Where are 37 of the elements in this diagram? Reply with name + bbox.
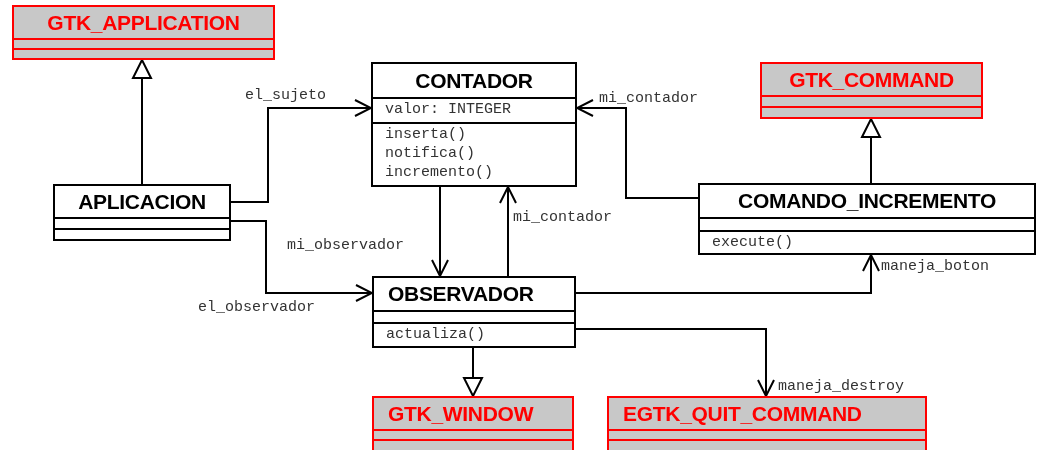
class-member-text: actualiza() [386, 325, 487, 344]
inheritance-arrow [132, 59, 152, 185]
association-arrow [575, 254, 880, 294]
class-name: GTK_WINDOW [388, 401, 534, 426]
class-box [698, 183, 1036, 255]
association-arrow [576, 99, 699, 199]
class-name: OBSERVADOR [388, 282, 534, 306]
edge-label: mi_observador [287, 238, 405, 254]
inheritance-arrow [463, 347, 483, 397]
class-box [371, 62, 577, 187]
association-arrow [230, 99, 372, 203]
edge-label: maneja_boton [881, 259, 990, 275]
library-class-box [760, 62, 983, 119]
association-arrow [575, 328, 775, 397]
edge-label: el_observador [198, 300, 316, 316]
edge-label: mi_contador [599, 91, 699, 107]
class-name: GTK_COMMAND [789, 67, 954, 92]
class-member-text: execute() [712, 233, 794, 252]
association-arrow [499, 186, 517, 277]
library-class-box [372, 396, 574, 450]
class-name: EGTK_QUIT_COMMAND [623, 401, 862, 426]
association-arrow [230, 220, 373, 302]
edge-label: maneja_destroy [778, 379, 905, 395]
class-box [372, 276, 576, 348]
class-name: COMANDO_INCREMENTO [738, 189, 996, 213]
edge-label: mi_contador [513, 210, 613, 226]
library-class-box [607, 396, 927, 450]
edge-label: el_sujeto [245, 88, 326, 104]
class-name: APLICACION [78, 189, 206, 214]
association-arrow [431, 186, 449, 277]
inheritance-arrow [861, 118, 881, 184]
class-member-text: valor: INTEGER [385, 100, 513, 119]
class-name: CONTADOR [415, 68, 533, 93]
class-name: GTK_APPLICATION [47, 10, 240, 35]
class-member-text: inserta() notifica() incremento() [385, 125, 495, 182]
class-box [53, 184, 231, 241]
library-class-box [12, 5, 275, 60]
